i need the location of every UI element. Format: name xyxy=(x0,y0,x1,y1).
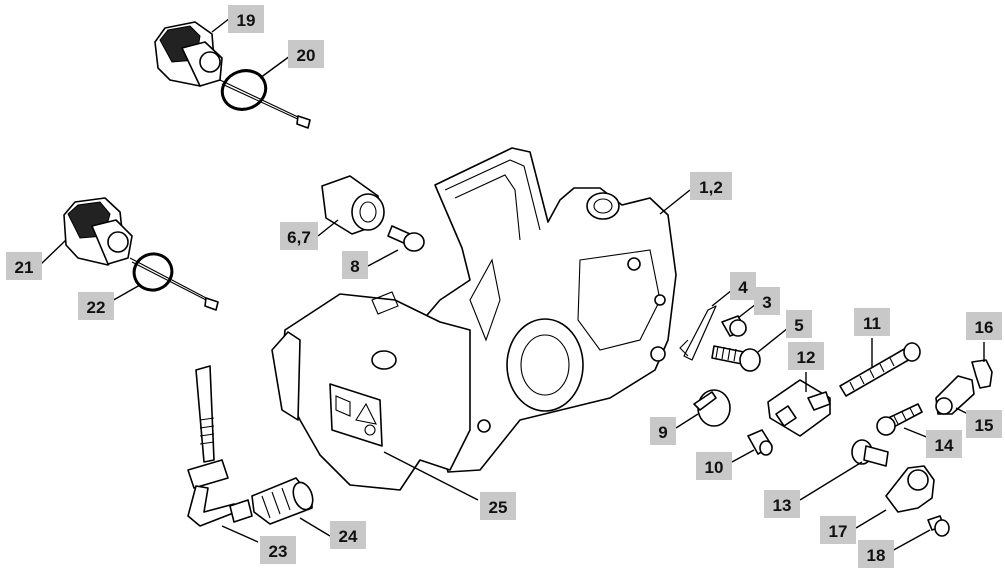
label-8: 8 xyxy=(342,251,368,279)
svg-text:25: 25 xyxy=(489,498,508,517)
screw-18-drawing xyxy=(927,515,950,537)
label-10: 10 xyxy=(696,452,732,480)
label-23: 23 xyxy=(260,536,296,564)
svg-text:12: 12 xyxy=(797,348,816,367)
guide-plate-12-drawing xyxy=(767,379,831,437)
label-25: 25 xyxy=(480,492,516,520)
plug-9-drawing xyxy=(693,389,731,427)
o-ring-22-drawing xyxy=(132,252,174,292)
tensioner-17-drawing xyxy=(885,465,935,513)
oil-pump-21-drawing xyxy=(63,197,219,311)
thumb-screw-13-drawing xyxy=(851,439,889,467)
svg-text:8: 8 xyxy=(350,257,359,276)
svg-text:18: 18 xyxy=(867,546,886,565)
label-13: 13 xyxy=(764,490,800,518)
svg-text:11: 11 xyxy=(863,314,881,333)
spring-4-drawing xyxy=(683,305,717,361)
bracket-15-drawing xyxy=(935,375,975,415)
label-21: 21 xyxy=(6,252,42,280)
svg-text:24: 24 xyxy=(339,527,358,546)
label-17: 17 xyxy=(820,516,856,544)
label-20: 20 xyxy=(288,40,324,68)
sleeve-3-drawing xyxy=(721,315,747,337)
svg-text:23: 23 xyxy=(269,542,288,561)
label-11: 11 xyxy=(854,308,890,336)
label-22: 22 xyxy=(78,292,114,320)
svg-text:15: 15 xyxy=(975,416,994,435)
label-19: 19 xyxy=(228,5,264,33)
svg-text:4: 4 xyxy=(738,278,748,297)
leader-lines xyxy=(39,17,985,553)
svg-text:3: 3 xyxy=(762,293,771,312)
svg-text:1,2: 1,2 xyxy=(699,178,723,197)
label-4: 4 xyxy=(730,272,756,300)
spring-4b-drawing xyxy=(679,339,689,357)
label-9: 9 xyxy=(650,417,676,445)
label-6-7: 6,7 xyxy=(280,222,318,250)
svg-text:9: 9 xyxy=(658,423,667,442)
svg-text:10: 10 xyxy=(705,458,724,477)
svg-text:5: 5 xyxy=(794,316,803,335)
label-15: 15 xyxy=(966,410,1002,438)
pickup-hose-23-drawing xyxy=(187,365,253,527)
svg-text:20: 20 xyxy=(297,46,316,65)
label-1-2: 1,2 xyxy=(690,172,732,200)
svg-text:16: 16 xyxy=(975,318,994,337)
svg-text:17: 17 xyxy=(829,522,848,541)
oil-filter-24-drawing xyxy=(251,477,314,525)
label-24: 24 xyxy=(330,521,366,549)
svg-text:6,7: 6,7 xyxy=(287,228,311,247)
label-14: 14 xyxy=(926,430,962,458)
label-18: 18 xyxy=(858,540,894,568)
oil-pump-19-drawing xyxy=(154,21,311,129)
label-16: 16 xyxy=(966,312,1002,340)
label-3: 3 xyxy=(754,287,780,315)
svg-text:19: 19 xyxy=(237,11,256,30)
svg-text:21: 21 xyxy=(15,258,34,277)
svg-text:14: 14 xyxy=(935,436,954,455)
svg-text:13: 13 xyxy=(773,496,792,515)
bar-stud-11-drawing xyxy=(839,342,921,397)
label-12: 12 xyxy=(788,342,824,370)
sleeve-10-drawing xyxy=(747,429,773,456)
annular-buffer-67-drawing xyxy=(321,175,385,235)
clip-16-drawing xyxy=(971,359,993,389)
svg-text:22: 22 xyxy=(87,298,106,317)
screw-5-drawing xyxy=(711,345,761,372)
screw-8-drawing xyxy=(387,225,425,252)
o-ring-20-drawing xyxy=(220,69,268,111)
tank-housing-25-drawing xyxy=(271,291,471,491)
label-5: 5 xyxy=(786,310,812,338)
adjusting-screw-14-drawing xyxy=(876,403,923,436)
